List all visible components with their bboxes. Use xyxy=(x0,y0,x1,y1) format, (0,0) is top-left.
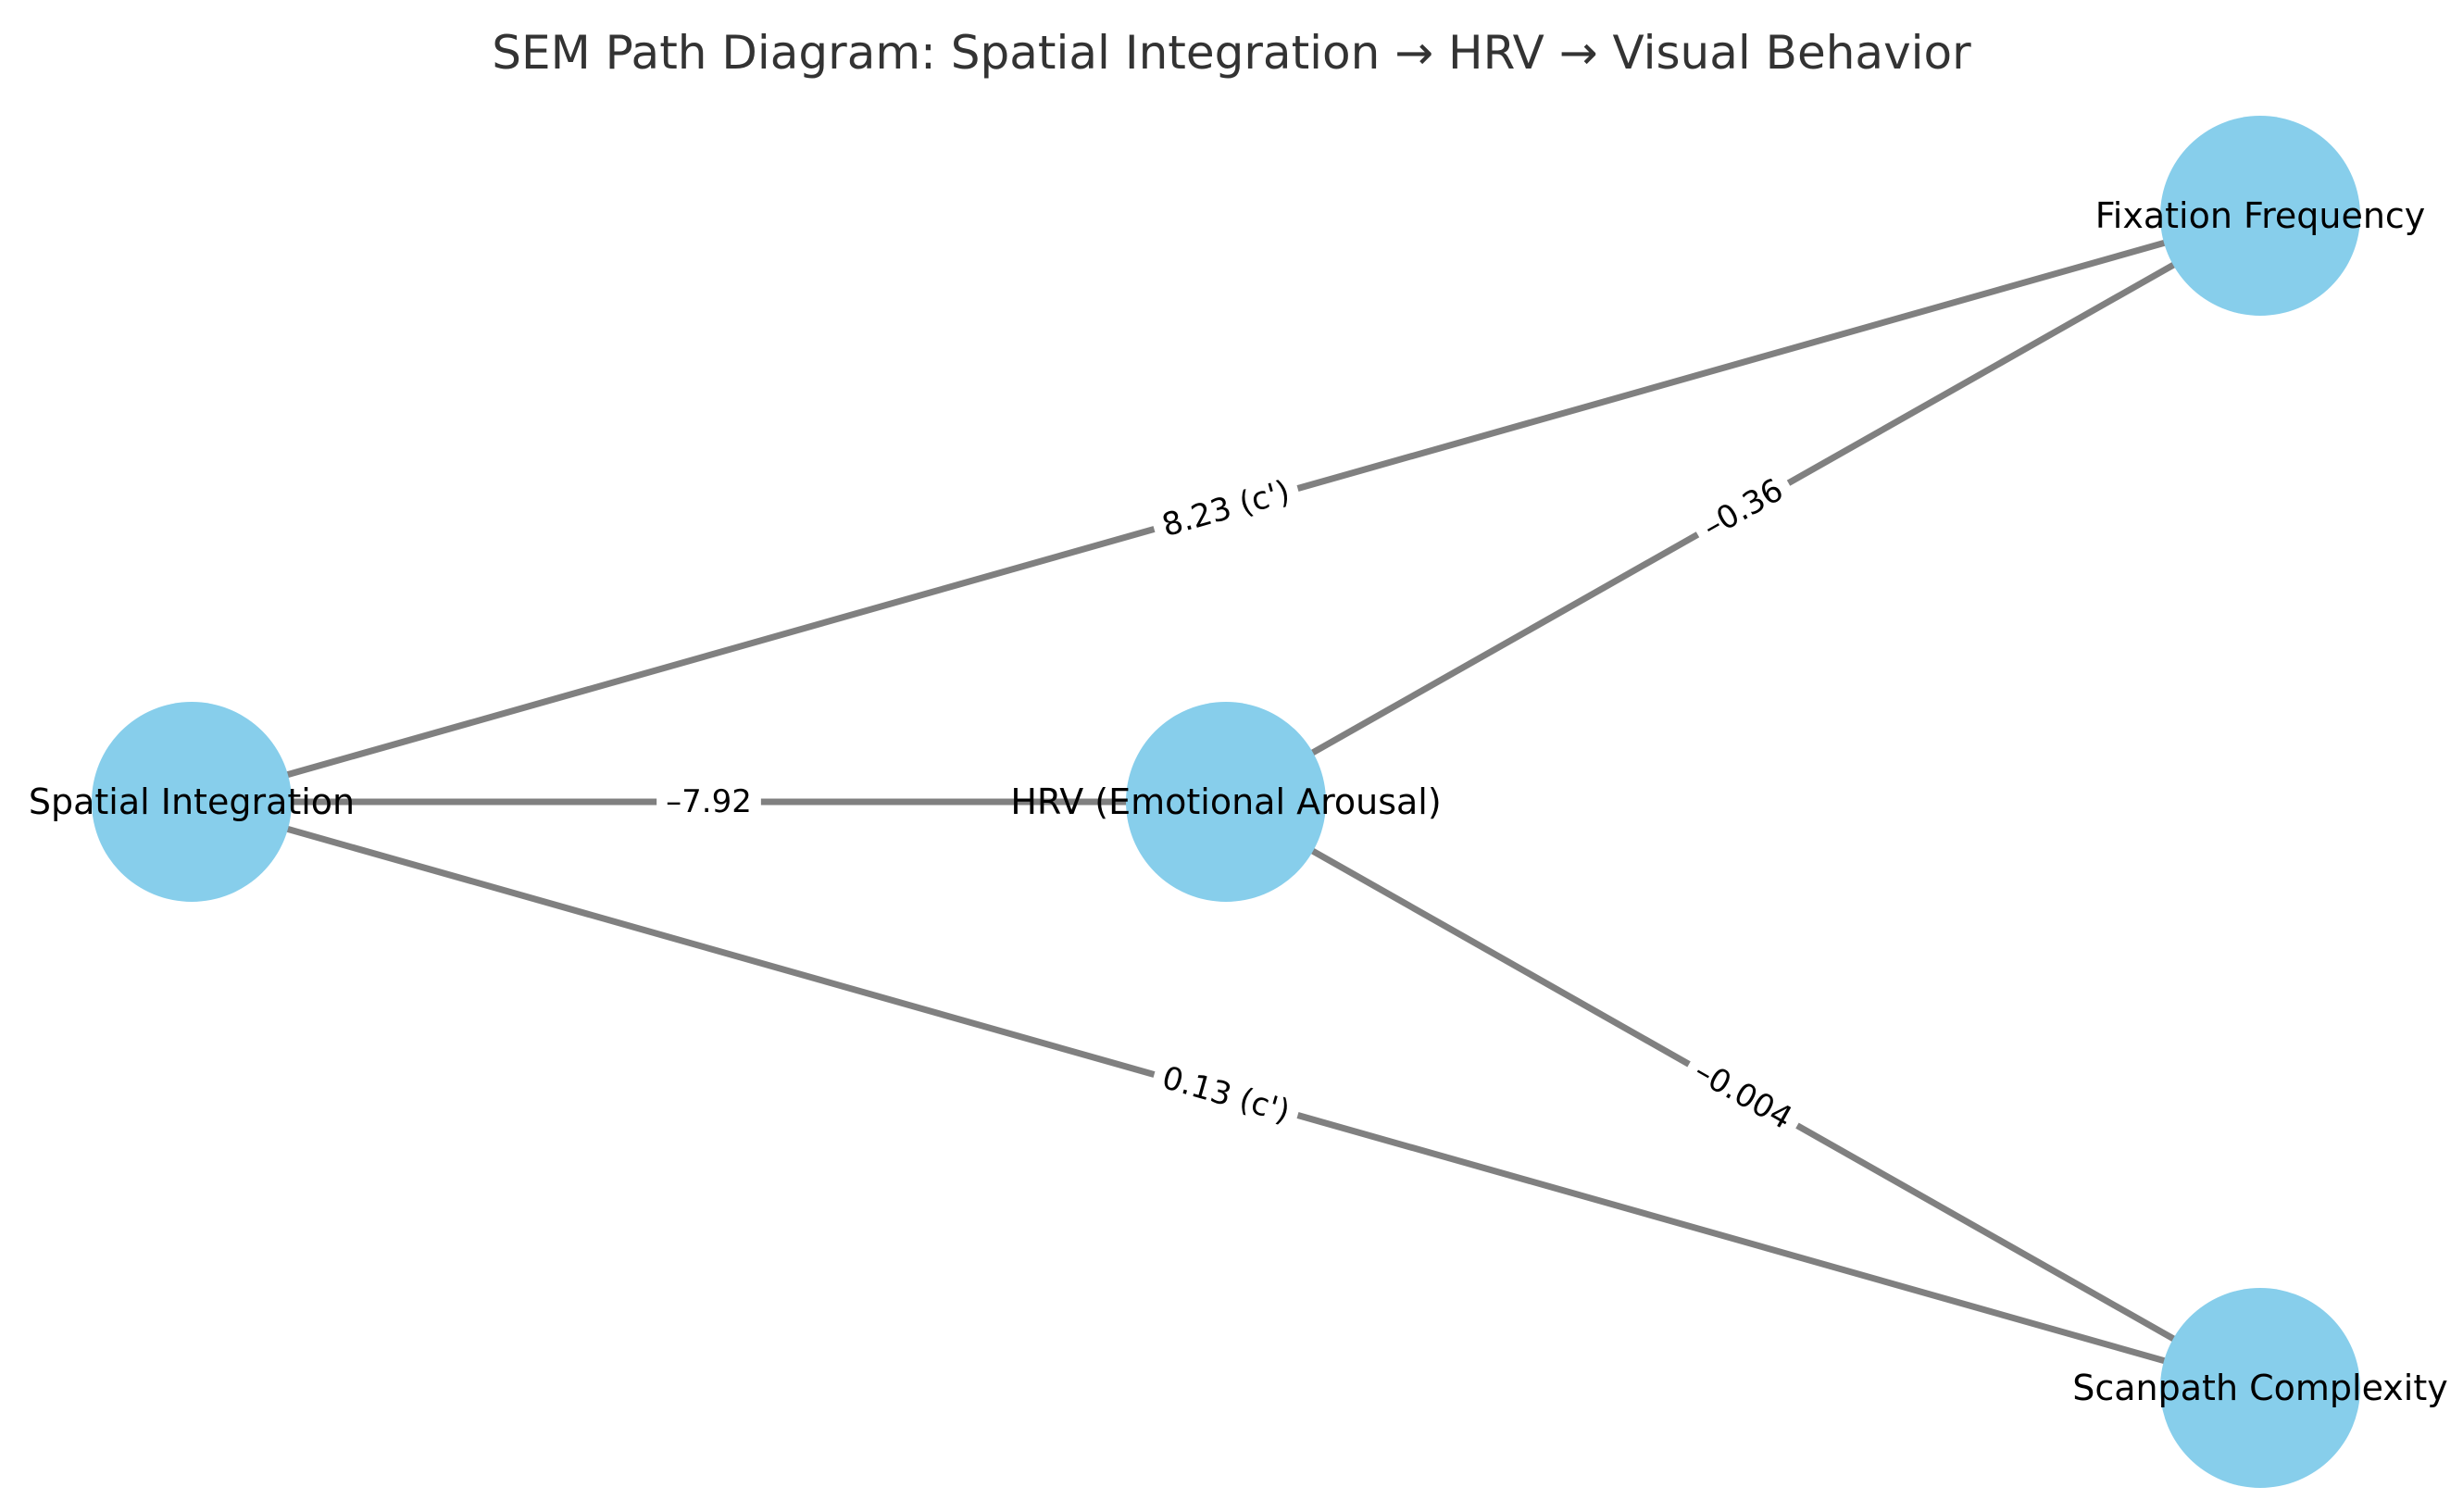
node-circle-spatial xyxy=(92,702,292,902)
node-scanpath: Scanpath Complexity xyxy=(2072,1288,2448,1488)
node-label-scanpath: Scanpath Complexity xyxy=(2072,1368,2447,1408)
node-label-spatial: Spatial Integration xyxy=(29,781,355,822)
node-circle-hrv xyxy=(1126,702,1326,902)
node-label-hrv: HRV (Emotional Arousal) xyxy=(1010,781,1441,822)
node-hrv: HRV (Emotional Arousal) xyxy=(1010,702,1442,902)
diagram-title: SEM Path Diagram: Spatial Integration → … xyxy=(492,26,1971,80)
edge-label-bg-hrv-fixation xyxy=(1687,465,1799,553)
edge-label-bg-spatial-scanpath xyxy=(1148,1055,1304,1135)
edge-label-spatial-hrv: –7.92 xyxy=(656,781,761,822)
edge-label-bg-spatial-hrv xyxy=(656,781,761,822)
nodes-layer: Spatial Integration HRV (Emotional Arousa… xyxy=(29,116,2448,1488)
node-circle-fixation xyxy=(2160,116,2360,316)
node-fixation: Fixation Frequency xyxy=(2095,116,2426,316)
edge-label-bg-hrv-scanpath xyxy=(1679,1046,1807,1143)
edge-label-bg-spatial-fixation xyxy=(1148,469,1304,549)
edge-label-text-spatial-hrv: –7.92 xyxy=(666,783,752,820)
node-spatial: Spatial Integration xyxy=(29,702,355,902)
node-circle-scanpath xyxy=(2160,1288,2360,1488)
node-label-fixation: Fixation Frequency xyxy=(2095,195,2426,236)
